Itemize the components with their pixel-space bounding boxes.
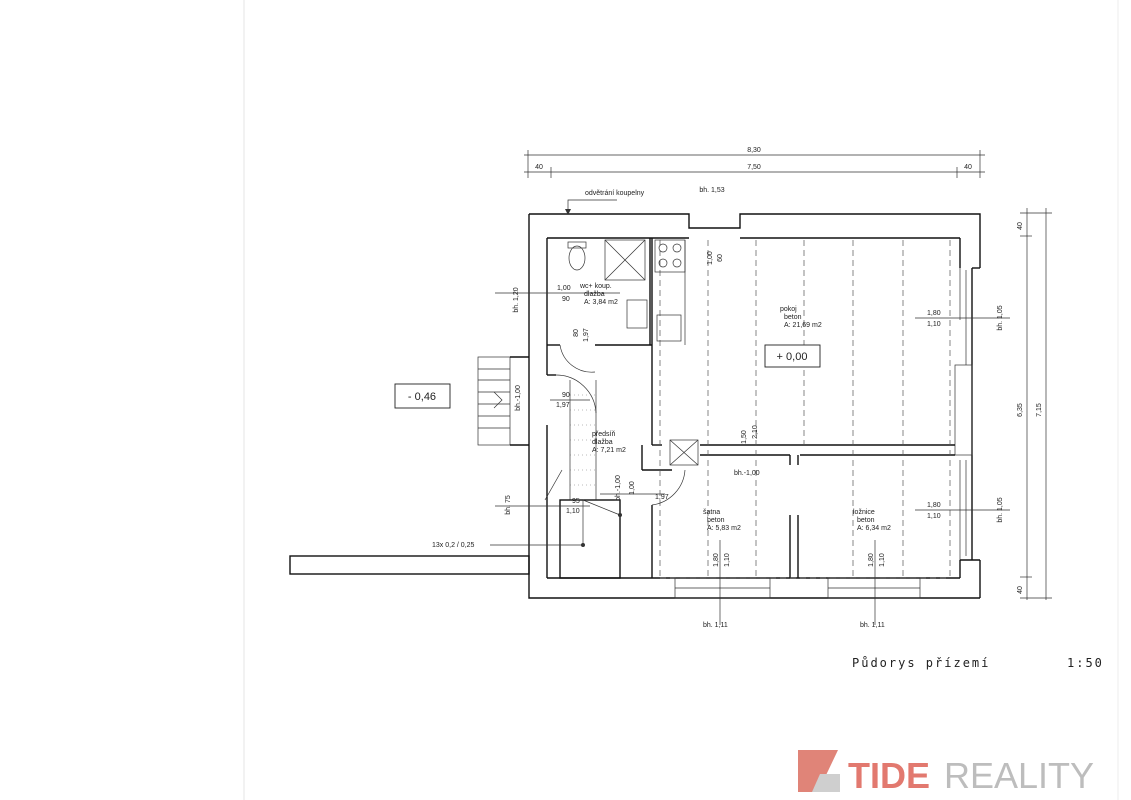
- label-bh120: bh. 1,20: [513, 287, 520, 312]
- dim-left-wall: 40: [535, 164, 543, 171]
- room-predsin-name: předsíň: [592, 431, 615, 438]
- ventilation-note: odvětrání koupelny: [585, 190, 645, 197]
- level-floor: + 0,00: [777, 351, 808, 363]
- level-box-outside: [394, 383, 451, 409]
- stair-note: 13x 0,2 / 0,25: [432, 542, 475, 549]
- dim-inner-width: 7,50: [747, 164, 761, 171]
- label-w100: 1,00: [557, 285, 571, 292]
- label-d90: 90: [562, 392, 570, 399]
- bh-top-label: bh. 1,53: [699, 187, 724, 194]
- room-loznice: ložnice beton A: 6,34 m2: [853, 509, 891, 532]
- level-marks: - 0,46 + 0,00: [394, 344, 821, 409]
- dim-right-wall: 40: [964, 164, 972, 171]
- room-pokoj: pokoj beton A: 21,69 m2: [780, 306, 822, 329]
- bathroom-fixtures: [567, 239, 648, 329]
- terrace-slab: [289, 555, 530, 575]
- label-d197a: 1,97: [556, 402, 570, 409]
- room-pokoj-area: A: 21,69 m2: [784, 322, 822, 329]
- label-bh111b: bh. 1,11: [860, 622, 885, 629]
- right-dimensions: 6,35 7,15 40 40: [1017, 208, 1052, 600]
- logo-text-tide: TIDE: [848, 755, 930, 796]
- top-dimensions: 8,30 7,50 40 40 bh. 1,53: [524, 147, 985, 194]
- label-p210: 2,10: [752, 425, 759, 439]
- plan-scale: 1:50: [1067, 656, 1104, 670]
- room-loznice-floor: beton: [857, 517, 875, 524]
- dim-top-wall: 40: [1017, 222, 1024, 230]
- label-s180: 1,80: [713, 553, 720, 567]
- label-w110b: 1,10: [927, 513, 941, 520]
- interior-stairs: [569, 380, 622, 547]
- dim-bottom-wall: 40: [1017, 586, 1024, 594]
- dim-overall-width: 8,30: [747, 147, 761, 154]
- logo-mark: [798, 750, 838, 792]
- room-satna-area: A: 5,83 m2: [707, 525, 741, 532]
- label-bh111a: bh. 1,11: [703, 622, 728, 629]
- label-bh-m100: bh.-1,00: [515, 385, 522, 411]
- label-bh75: bh. 75: [505, 495, 512, 515]
- label-bh-m100b: bh.-1,00: [615, 475, 622, 501]
- label-w180a: 1,80: [927, 310, 941, 317]
- room-pokoj-name: pokoj: [780, 306, 797, 313]
- room-loznice-area: A: 6,34 m2: [857, 525, 891, 532]
- label-k100: 1,00: [707, 251, 714, 265]
- room-satna: šatna beton A: 5,83 m2: [703, 509, 741, 532]
- label-w180b: 1,80: [927, 502, 941, 509]
- room-wc: wc+ koup. dlažba A: 3,84 m2: [579, 283, 618, 306]
- room-predsin-area: A: 7,21 m2: [592, 447, 626, 454]
- entrance-stairs: [477, 356, 529, 446]
- logo-text-reality: REALITY: [944, 755, 1094, 796]
- level-box-floor: [764, 344, 821, 368]
- kitchen-fixtures: [654, 239, 686, 345]
- label-d197c: 1,97: [655, 494, 669, 501]
- room-loznice-name: ložnice: [853, 509, 875, 516]
- label-k60: 60: [717, 254, 724, 262]
- dim-inner-depth: 6,35: [1017, 403, 1024, 417]
- dim-overall-depth: 7,15: [1036, 403, 1043, 417]
- logo-mark-shadow: [812, 774, 840, 792]
- room-wc-name: wc+ koup.: [579, 283, 612, 290]
- label-d100c: 1,00: [629, 481, 636, 495]
- room-predsin-floor: dlažba: [592, 439, 613, 446]
- label-s110: 1,10: [724, 553, 731, 567]
- room-pokoj-floor: beton: [784, 314, 802, 321]
- label-bh105a: bh. 1,05: [997, 305, 1004, 330]
- label-bh105b: bh. 1,05: [997, 497, 1004, 522]
- label-p150: 1,50: [741, 430, 748, 444]
- label-w90: 90: [562, 296, 570, 303]
- tide-reality-logo: TIDE REALITY: [798, 750, 1094, 796]
- opening-annotations: bh. 1,20 1,00 90 bh.-1,00 90 1,97 80 1,9…: [432, 251, 1010, 629]
- beam-lines: [659, 240, 951, 579]
- label-bh-m100c: bh.-1,00: [734, 470, 760, 477]
- exterior-walls: [528, 213, 981, 599]
- door-swings: [544, 344, 686, 506]
- room-wc-area: A: 3,84 m2: [584, 299, 618, 306]
- label-d197b: 1,97: [583, 328, 590, 342]
- label-w95: 95: [572, 498, 580, 505]
- label-l110: 1,10: [879, 553, 886, 567]
- label-l180: 1,80: [868, 553, 875, 567]
- room-predsin: předsíň dlažba A: 7,21 m2: [592, 431, 626, 454]
- ventilation-pointer: odvětrání koupelny: [565, 190, 645, 215]
- label-d80: 80: [573, 329, 580, 337]
- plan-title-block: Půdorys přízemí 1:50: [852, 656, 1104, 670]
- room-satna-floor: beton: [707, 517, 725, 524]
- windows: [674, 270, 967, 599]
- level-outside: - 0,46: [408, 391, 436, 403]
- label-w110a: 1,10: [927, 321, 941, 328]
- interior-walls: [547, 238, 955, 579]
- room-wc-floor: dlažba: [584, 291, 605, 298]
- room-satna-name: šatna: [703, 509, 720, 516]
- label-w110: 1,10: [566, 508, 580, 515]
- plan-title: Půdorys přízemí: [852, 656, 990, 670]
